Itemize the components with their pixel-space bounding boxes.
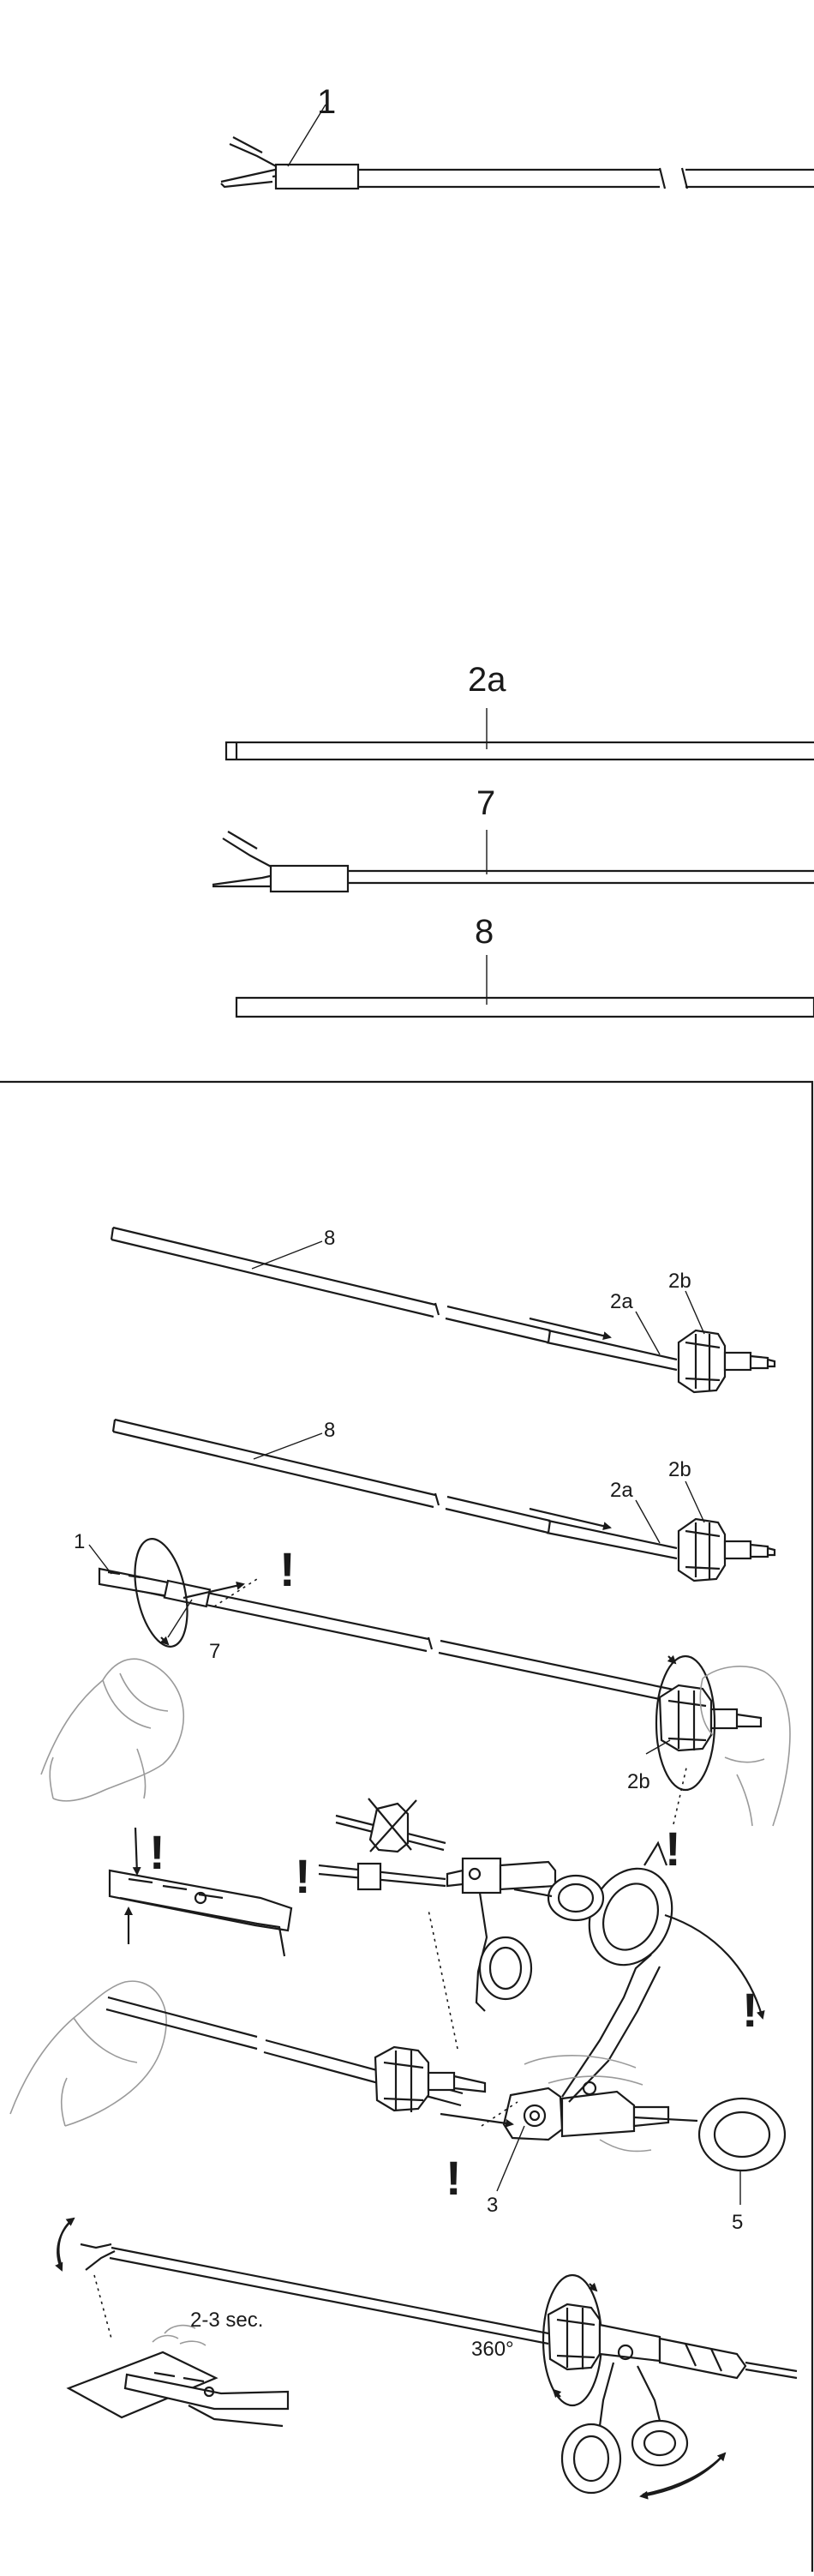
knob-2b bbox=[679, 1330, 775, 1392]
warning-mark: ! bbox=[665, 1822, 681, 1876]
step1-label-2b: 2b bbox=[668, 1270, 691, 1293]
step4-operation bbox=[57, 2219, 797, 2496]
warning-mark: ! bbox=[295, 1849, 311, 1903]
step2-twist-assembly bbox=[41, 1534, 790, 1826]
step3-label-3: 3 bbox=[487, 2194, 498, 2217]
warning-mark: ! bbox=[742, 1983, 758, 2037]
part-8-rod bbox=[236, 955, 814, 1017]
step1-rod-insertion bbox=[111, 1228, 775, 1392]
warning-mark: ! bbox=[149, 1825, 165, 1879]
step1-label-2a: 2a bbox=[610, 1290, 633, 1313]
warning-mark: ! bbox=[446, 2151, 462, 2205]
step2-label-1: 1 bbox=[74, 1530, 85, 1553]
part-2a-outer-tube bbox=[226, 708, 814, 760]
part-1-forceps-insert bbox=[221, 105, 814, 189]
label-part-2a: 2a bbox=[468, 661, 506, 699]
step2-label-2b: 2b bbox=[668, 1458, 691, 1481]
step4-rotation-label: 360° bbox=[471, 2338, 514, 2361]
step2-rod-insertion bbox=[113, 1420, 775, 1581]
part-7-jaw-insert bbox=[212, 830, 814, 892]
knob-2b bbox=[679, 1519, 775, 1581]
step2-label-7: 7 bbox=[209, 1640, 220, 1663]
step3-label-5: 5 bbox=[732, 2211, 743, 2234]
step1-label-8: 8 bbox=[324, 1227, 335, 1250]
label-part-7: 7 bbox=[476, 784, 495, 822]
warning-mark: ! bbox=[279, 1542, 296, 1596]
label-part-1: 1 bbox=[317, 83, 336, 121]
label-part-8: 8 bbox=[475, 913, 494, 951]
step2-label-2a: 2a bbox=[610, 1479, 633, 1502]
step2-label-2b-lower: 2b bbox=[627, 1770, 650, 1793]
step2-label-8: 8 bbox=[324, 1419, 335, 1442]
step4-duration-label: 2-3 sec. bbox=[190, 2309, 263, 2332]
